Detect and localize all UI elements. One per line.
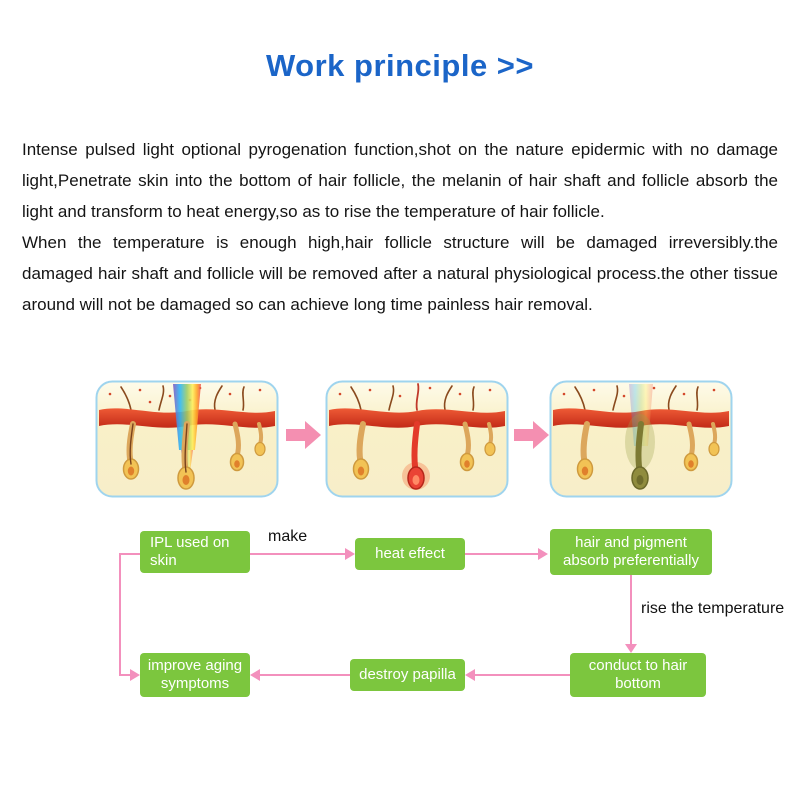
arrow-right-icon [514,421,549,449]
flow-box-conduct-to-hair-bottom: conduct to hair bottom [570,653,706,697]
edge-label-make: make [268,528,308,545]
flow-box-improve-aging-symptoms: improve aging symptoms [140,653,250,697]
intro-paragraph-1: Intense pulsed light optional pyrogenati… [22,140,778,221]
page-title: Work principle >> [265,48,535,83]
flow-box-destroy-papilla: destroy papilla [350,659,465,691]
skin-diagram-ipl-beam [95,380,279,498]
intro-text: Intense pulsed light optional pyrogenati… [22,134,778,320]
edge-label-rise-temperature: rise the temperature [641,600,785,617]
arrow-right-icon [286,421,321,449]
flow-box-absorb-preferentially: hair and pigment absorb preferentially [550,529,712,575]
skin-diagram-heated-follicle [325,380,509,498]
skin-diagram-damaged-follicle [549,380,733,498]
flow-box-ipl-used-on-skin: IPL used on skin [140,531,250,573]
flow-box-heat-effect: heat effect [355,538,465,570]
intro-paragraph-2: When the temperature is enough high,hair… [22,233,778,314]
